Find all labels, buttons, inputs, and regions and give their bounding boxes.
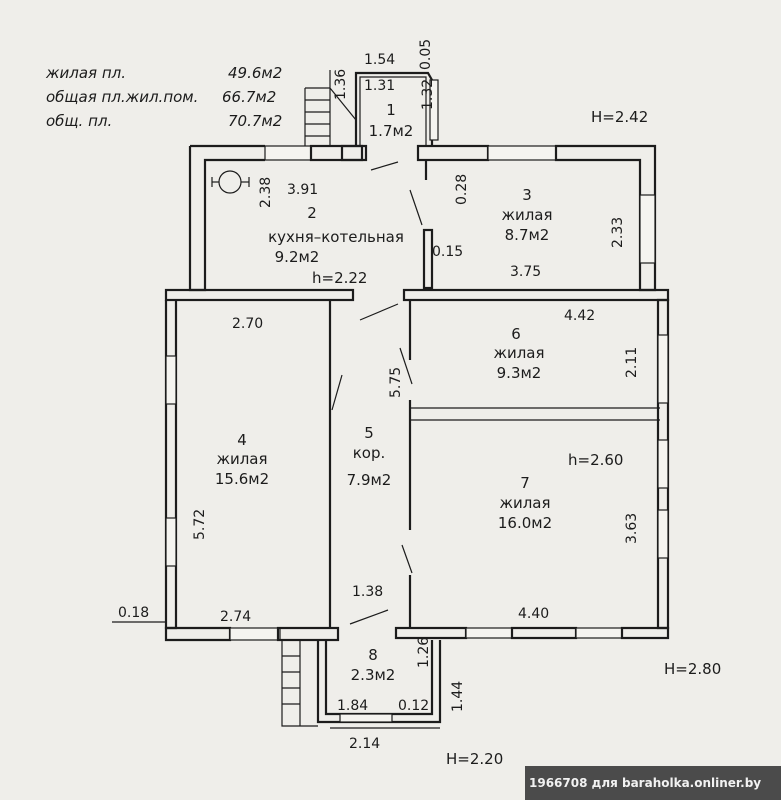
dim-1-84: 1.84: [337, 698, 368, 714]
watermark: 1966708 для baraholka.onliner.by: [525, 766, 781, 800]
door-room7: [401, 544, 413, 574]
dim-2-14: 2.14: [349, 736, 380, 752]
window-room7-2: [657, 509, 669, 559]
dim-2-33: 2.33: [610, 217, 626, 248]
wall-room4-bottom: [164, 626, 232, 642]
window-room4-left-2: [165, 517, 177, 567]
dimension-labels: 1.54 1.31 0.05 1.32 1.36 2.38 3.91 0.28 …: [112, 39, 640, 752]
dim-3-91: 3.91: [287, 182, 318, 198]
room4-area: 15.6м2: [215, 470, 269, 488]
room2-number: 2: [307, 204, 317, 222]
room6-name: жилая: [493, 344, 544, 362]
door-kitchen: [370, 161, 399, 171]
room6-area: 9.3м2: [497, 364, 542, 382]
room1-area: 1.7м2: [369, 122, 414, 140]
window-room4-left: [165, 355, 177, 405]
summary-value-dwelling: 66.7м2: [222, 88, 276, 106]
steps-bottom: [281, 640, 318, 727]
wall-vestibule-inner: [359, 76, 427, 146]
room6-number: 6: [511, 325, 521, 343]
door-room3: [409, 189, 423, 226]
room2-name: кухня–котельная: [268, 228, 404, 246]
dim-2-11: 2.11: [624, 347, 640, 378]
dim-2-70: 2.70: [232, 316, 263, 332]
height-h3: h=2.60: [568, 451, 623, 469]
room4-number: 4: [237, 431, 247, 449]
window-vestibule: [429, 79, 439, 141]
wall-bottom-right: [394, 626, 468, 640]
room7-number: 7: [520, 474, 530, 492]
wall-mid-left: [164, 288, 355, 302]
dim-0-28: 0.28: [454, 174, 470, 205]
window-room7-1: [657, 439, 669, 489]
room1-number: 1: [386, 101, 396, 119]
door-room4: [331, 374, 343, 411]
dim-5-75: 5.75: [388, 367, 404, 398]
wall-room4-left: [164, 300, 178, 630]
room5-area: 7.9м2: [347, 471, 392, 489]
dim-0-12: 0.12: [398, 698, 429, 714]
wall-mid-right: [402, 288, 670, 302]
door-corridor: [359, 303, 399, 321]
dim-1-36: 1.36: [333, 69, 349, 100]
room3-name: жилая: [501, 206, 552, 224]
dim-4-40: 4.40: [518, 606, 549, 622]
room-labels: 1 1.7м2 2 кухня–котельная 9.2м2 3 жилая …: [215, 101, 553, 684]
room2-area: 9.2м2: [275, 248, 320, 266]
summary-value-total: 70.7м2: [228, 112, 282, 130]
window-room3-right: [639, 194, 656, 264]
dim-1-54: 1.54: [364, 52, 395, 68]
door-room6: [399, 347, 413, 385]
height-h5: H=2.20: [446, 750, 503, 768]
dim-2-38: 2.38: [258, 177, 274, 208]
dim-4-42: 4.42: [564, 308, 595, 324]
room3-number: 3: [522, 186, 532, 204]
room3-area: 8.7м2: [505, 226, 550, 244]
height-h2: h=2.22: [312, 269, 367, 287]
room8-area: 2.3м2: [351, 666, 396, 684]
dim-0-15: 0.15: [432, 244, 463, 260]
room5-name: кор.: [353, 444, 386, 462]
dim-0-18: 0.18: [118, 605, 149, 621]
room7-name: жилая: [499, 494, 550, 512]
steps-top: [304, 70, 357, 146]
door-porch: [349, 609, 389, 625]
window-room6: [657, 334, 669, 404]
room8-number: 8: [368, 646, 378, 664]
dim-2-74: 2.74: [220, 609, 251, 625]
height-h1: H=2.42: [591, 108, 648, 126]
room5-number: 5: [364, 424, 374, 442]
room4-name: жилая: [216, 450, 267, 468]
summary-value-living: 49.6м2: [228, 64, 282, 82]
room7-area: 16.0м2: [498, 514, 552, 532]
area-summary: жилая пл. 49.6м2 общая пл.жил.пом. 66.7м…: [45, 64, 282, 130]
dim-1-26: 1.26: [416, 637, 432, 668]
wall-room3-top: [416, 144, 490, 162]
window-porch: [339, 713, 393, 723]
walls: [164, 70, 670, 727]
dim-1-44: 1.44: [450, 681, 466, 712]
wall-kitchen-top: [309, 144, 368, 162]
summary-label-total: общ. пл.: [46, 112, 112, 130]
window-kitchen: [264, 145, 312, 161]
height-h4: H=2.80: [664, 660, 721, 678]
summary-label-dwelling: общая пл.жил.пом.: [46, 88, 198, 106]
window-room7-bottom: [465, 627, 513, 639]
boiler-circle: [218, 170, 242, 194]
dim-3-63: 3.63: [624, 513, 640, 544]
window-room4-bottom: [229, 627, 281, 641]
dim-5-72: 5.72: [192, 509, 208, 540]
dim-0-05: 0.05: [418, 39, 434, 70]
dim-1-31: 1.31: [364, 78, 395, 94]
dim-3-75: 3.75: [510, 264, 541, 280]
dim-1-38: 1.38: [352, 584, 383, 600]
wall-room3-left: [422, 228, 434, 290]
wall-kitchen: [188, 144, 265, 292]
summary-label-living: жилая пл.: [45, 64, 126, 82]
window-room3-top: [487, 145, 557, 161]
dim-1-32: 1.32: [420, 79, 436, 110]
